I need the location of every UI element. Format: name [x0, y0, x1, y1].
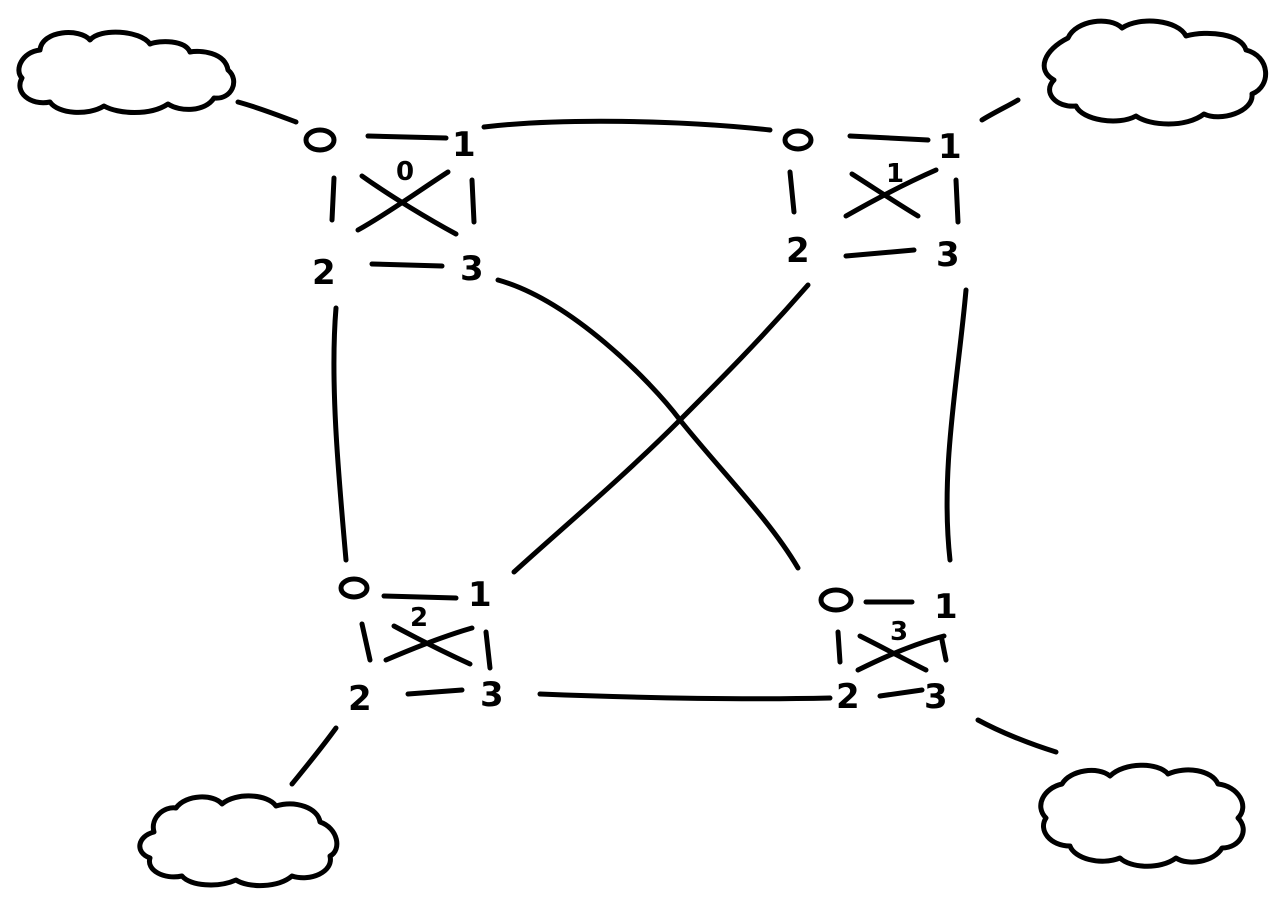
switch-3-port-0: [818, 587, 854, 613]
cloud-bottom-left: [137, 793, 340, 888]
switch-1-port-1-label: 1: [938, 127, 962, 167]
link-s2-s3: [537, 691, 833, 702]
link-s1-s2: [511, 282, 811, 575]
switch-0-port-2-label: 2: [312, 253, 336, 293]
switch-0-port-1-label: 1: [452, 125, 476, 165]
switch-1-port-2-label: 2: [786, 231, 810, 271]
switch-3-port-2-label: 2: [836, 677, 860, 717]
switch-1-port-3-label: 3: [936, 235, 960, 275]
switch-2-cross-a: [391, 623, 473, 667]
link-s0-s3: [495, 277, 801, 571]
switch-0-dash-left: [329, 175, 337, 223]
link-s1-s3: [944, 287, 969, 563]
cloud-link-bottom-left: [289, 725, 339, 787]
switch-2: 1 2 3 2: [338, 575, 504, 719]
switch-1-port-0: [782, 128, 814, 152]
switch-1: 1 2 3 1: [782, 127, 962, 275]
switch-2-port-0: [338, 576, 370, 600]
switch-3-cross-b: [855, 633, 947, 673]
cloud-top-right: [1041, 18, 1269, 127]
switch-3-port-1-label: 1: [934, 587, 958, 627]
switch-0-cross-b: [355, 169, 451, 233]
cloud-bottom-right: [1038, 762, 1246, 869]
switch-3-dash-right: [939, 637, 949, 663]
switch-0-port-0: [303, 127, 337, 153]
cloud-top-left: [16, 29, 237, 115]
switch-2-port-3-label: 3: [480, 675, 504, 715]
link-s0-s1: [481, 118, 773, 133]
switch-3-port-3-label: 3: [924, 677, 948, 717]
link-s0-s2: [331, 305, 349, 563]
switch-2-port-2-label: 2: [348, 679, 372, 719]
clouds: [16, 18, 1269, 888]
switch-1-dash-bottom: [843, 247, 917, 259]
switch-0: 1 2 3 0: [303, 125, 484, 293]
switch-2-dash-right: [483, 629, 493, 671]
switch-0-port-3-label: 3: [460, 249, 484, 289]
switch-3-dash-bottom: [877, 687, 925, 699]
switch-2-dash-bottom: [405, 687, 465, 697]
switch-2-dash-left: [359, 621, 373, 663]
switch-2-port-1-label: 1: [468, 575, 492, 615]
switch-0-cross-a: [359, 173, 459, 237]
links: [331, 118, 969, 702]
switch-0-dash-top: [365, 133, 449, 141]
switch-0-id: 0: [396, 157, 414, 187]
switch-1-cross-b: [843, 167, 939, 219]
cloud-links: [235, 97, 1059, 787]
switch-1-dash-left: [787, 169, 797, 215]
switch-3-dash-left: [835, 629, 843, 665]
switch-2-cross-b: [383, 625, 475, 663]
switch-1-id: 1: [886, 159, 904, 189]
switch-0-dash-bottom: [369, 261, 445, 269]
switch-1-dash-top: [847, 133, 931, 143]
switch-1-dash-right: [953, 177, 961, 225]
cloud-link-top-left: [235, 99, 299, 125]
switch-0-dash-right: [469, 177, 477, 225]
switch-2-id: 2: [410, 603, 428, 633]
switch-2-dash-top: [381, 593, 459, 601]
switch-3-id: 3: [890, 617, 908, 647]
switch-3: 1 2 3 3: [818, 587, 958, 717]
cloud-link-bottom-right: [975, 717, 1059, 755]
cloud-link-top-right: [979, 97, 1021, 123]
